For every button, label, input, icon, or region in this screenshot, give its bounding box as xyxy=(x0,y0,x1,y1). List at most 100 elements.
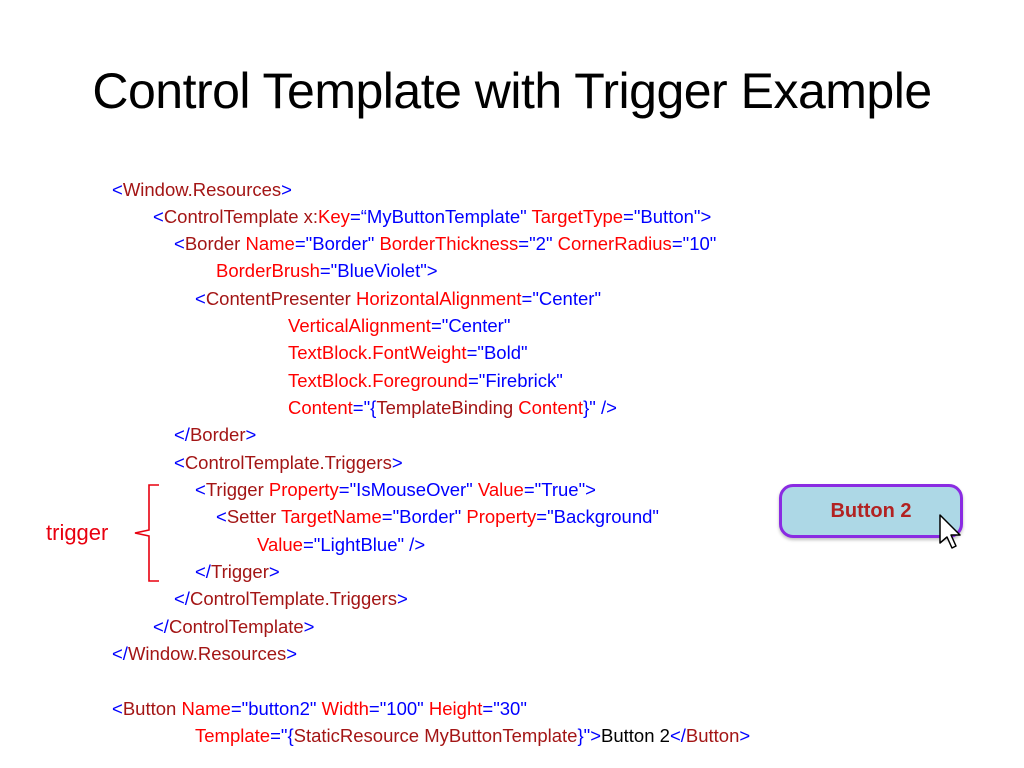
code-token: > xyxy=(286,643,298,664)
code-token: > xyxy=(281,179,292,200)
code-token: < xyxy=(195,288,206,309)
code-token: Trigger xyxy=(205,479,264,500)
code-token: "Center" xyxy=(532,288,602,309)
code-line: BorderBrush="BlueViolet"> xyxy=(216,260,438,282)
code-token: = xyxy=(368,698,380,719)
code-token: = xyxy=(230,698,242,719)
code-token: Border xyxy=(184,233,241,254)
code-line: </Window.Resources> xyxy=(112,643,297,665)
code-line: <ControlTemplate.Triggers> xyxy=(174,452,403,474)
code-token: > xyxy=(245,424,257,445)
code-token: x: xyxy=(303,206,319,227)
code-token: = xyxy=(302,534,314,555)
code-token: > xyxy=(585,479,596,500)
code-line: </ControlTemplate> xyxy=(153,616,314,638)
code-token: </ xyxy=(153,616,169,637)
code-token: "{ xyxy=(363,397,377,418)
code-token: BorderThickness xyxy=(379,233,519,254)
demo-button[interactable]: Button 2 xyxy=(779,484,963,538)
code-token: "LightBlue" xyxy=(313,534,405,555)
code-token: TargetType xyxy=(531,206,624,227)
code-token: "Background" xyxy=(547,506,659,527)
code-line: <Trigger Property="IsMouseOver" Value="T… xyxy=(195,479,596,501)
code-token: = xyxy=(536,506,548,527)
code-token: "button2" xyxy=(241,698,317,719)
code-token: < xyxy=(153,206,164,227)
code-token: “MyButtonTemplate" xyxy=(360,206,527,227)
code-token: "Border" xyxy=(392,506,462,527)
code-token: = xyxy=(467,370,479,391)
code-token: </ xyxy=(174,588,190,609)
code-line: </Border> xyxy=(174,424,256,446)
code-line: </ControlTemplate.Triggers> xyxy=(174,588,408,610)
code-token: ControlTemplate.Triggers xyxy=(189,588,397,609)
code-token: StaticResource xyxy=(293,725,420,746)
code-token: = xyxy=(671,233,683,254)
code-token: = xyxy=(270,725,281,746)
code-token: Width xyxy=(321,698,369,719)
code-token: Name xyxy=(245,233,295,254)
code-token: ContentPresenter xyxy=(205,288,351,309)
code-token: "IsMouseOver" xyxy=(349,479,473,500)
code-token: = xyxy=(518,233,530,254)
code-line: <ControlTemplate x:Key=“MyButtonTemplate… xyxy=(153,206,711,228)
code-token: }" xyxy=(577,725,591,746)
code-token: CornerRadius xyxy=(557,233,672,254)
code-token: BorderBrush xyxy=(216,260,320,281)
code-token: > xyxy=(739,725,751,746)
code-token: < xyxy=(112,179,123,200)
code-token: > xyxy=(268,561,280,582)
code-token: Border xyxy=(189,424,246,445)
code-line: </Trigger> xyxy=(195,561,280,583)
code-token: = xyxy=(466,342,478,363)
code-token: </ xyxy=(174,424,190,445)
code-token: }" xyxy=(583,397,596,418)
code-token: Button 2 xyxy=(601,725,670,746)
code-token: </ xyxy=(195,561,211,582)
code-token: Name xyxy=(181,698,231,719)
code-token: = xyxy=(352,397,364,418)
code-token: = xyxy=(294,233,306,254)
code-token: ControlTemplate xyxy=(163,206,299,227)
code-token: VerticalAlignment xyxy=(288,315,431,336)
bracket-shape xyxy=(134,484,159,582)
code-token: Key xyxy=(318,206,350,227)
code-token: Height xyxy=(428,698,483,719)
code-token: = xyxy=(430,315,442,336)
code-token: "True" xyxy=(534,479,586,500)
code-token: "{ xyxy=(280,725,294,746)
code-token: HorizontalAlignment xyxy=(355,288,522,309)
code-token: > xyxy=(303,616,315,637)
code-token: > xyxy=(590,725,602,746)
code-line: Content="{TemplateBinding Content}" /> xyxy=(288,397,617,419)
code-line: <Setter TargetName="Border" Property="Ba… xyxy=(216,506,659,528)
code-token: = xyxy=(521,288,533,309)
code-token: "Center" xyxy=(441,315,511,336)
slide-title: Control Template with Trigger Example xyxy=(92,63,932,119)
code-token: > xyxy=(396,588,408,609)
code-token: = xyxy=(338,479,350,500)
code-token: > xyxy=(426,260,438,281)
code-token: "2" xyxy=(529,233,553,254)
code-token: = xyxy=(523,479,535,500)
code-token: > xyxy=(391,452,403,473)
code-token: "Bold" xyxy=(477,342,528,363)
code-token: Value xyxy=(257,534,303,555)
code-token: > xyxy=(700,206,712,227)
code-token: </ xyxy=(112,643,128,664)
code-token: "BlueViolet" xyxy=(330,260,427,281)
code-token: Button xyxy=(685,725,740,746)
code-token: = xyxy=(482,698,494,719)
code-token: TextBlock.FontWeight xyxy=(288,342,467,363)
code-line: <ContentPresenter HorizontalAlignment="C… xyxy=(195,288,601,310)
code-token: /> xyxy=(404,534,426,555)
code-line: TextBlock.FontWeight="Bold" xyxy=(288,342,528,364)
code-token: Trigger xyxy=(210,561,269,582)
code-token: Value xyxy=(477,479,524,500)
code-token: Template xyxy=(195,725,271,746)
code-line: VerticalAlignment="Center" xyxy=(288,315,510,337)
code-token: Property xyxy=(466,506,537,527)
code-line: <Border Name="Border" BorderThickness="2… xyxy=(174,233,716,255)
code-token: = xyxy=(381,506,393,527)
code-token: = xyxy=(319,260,331,281)
